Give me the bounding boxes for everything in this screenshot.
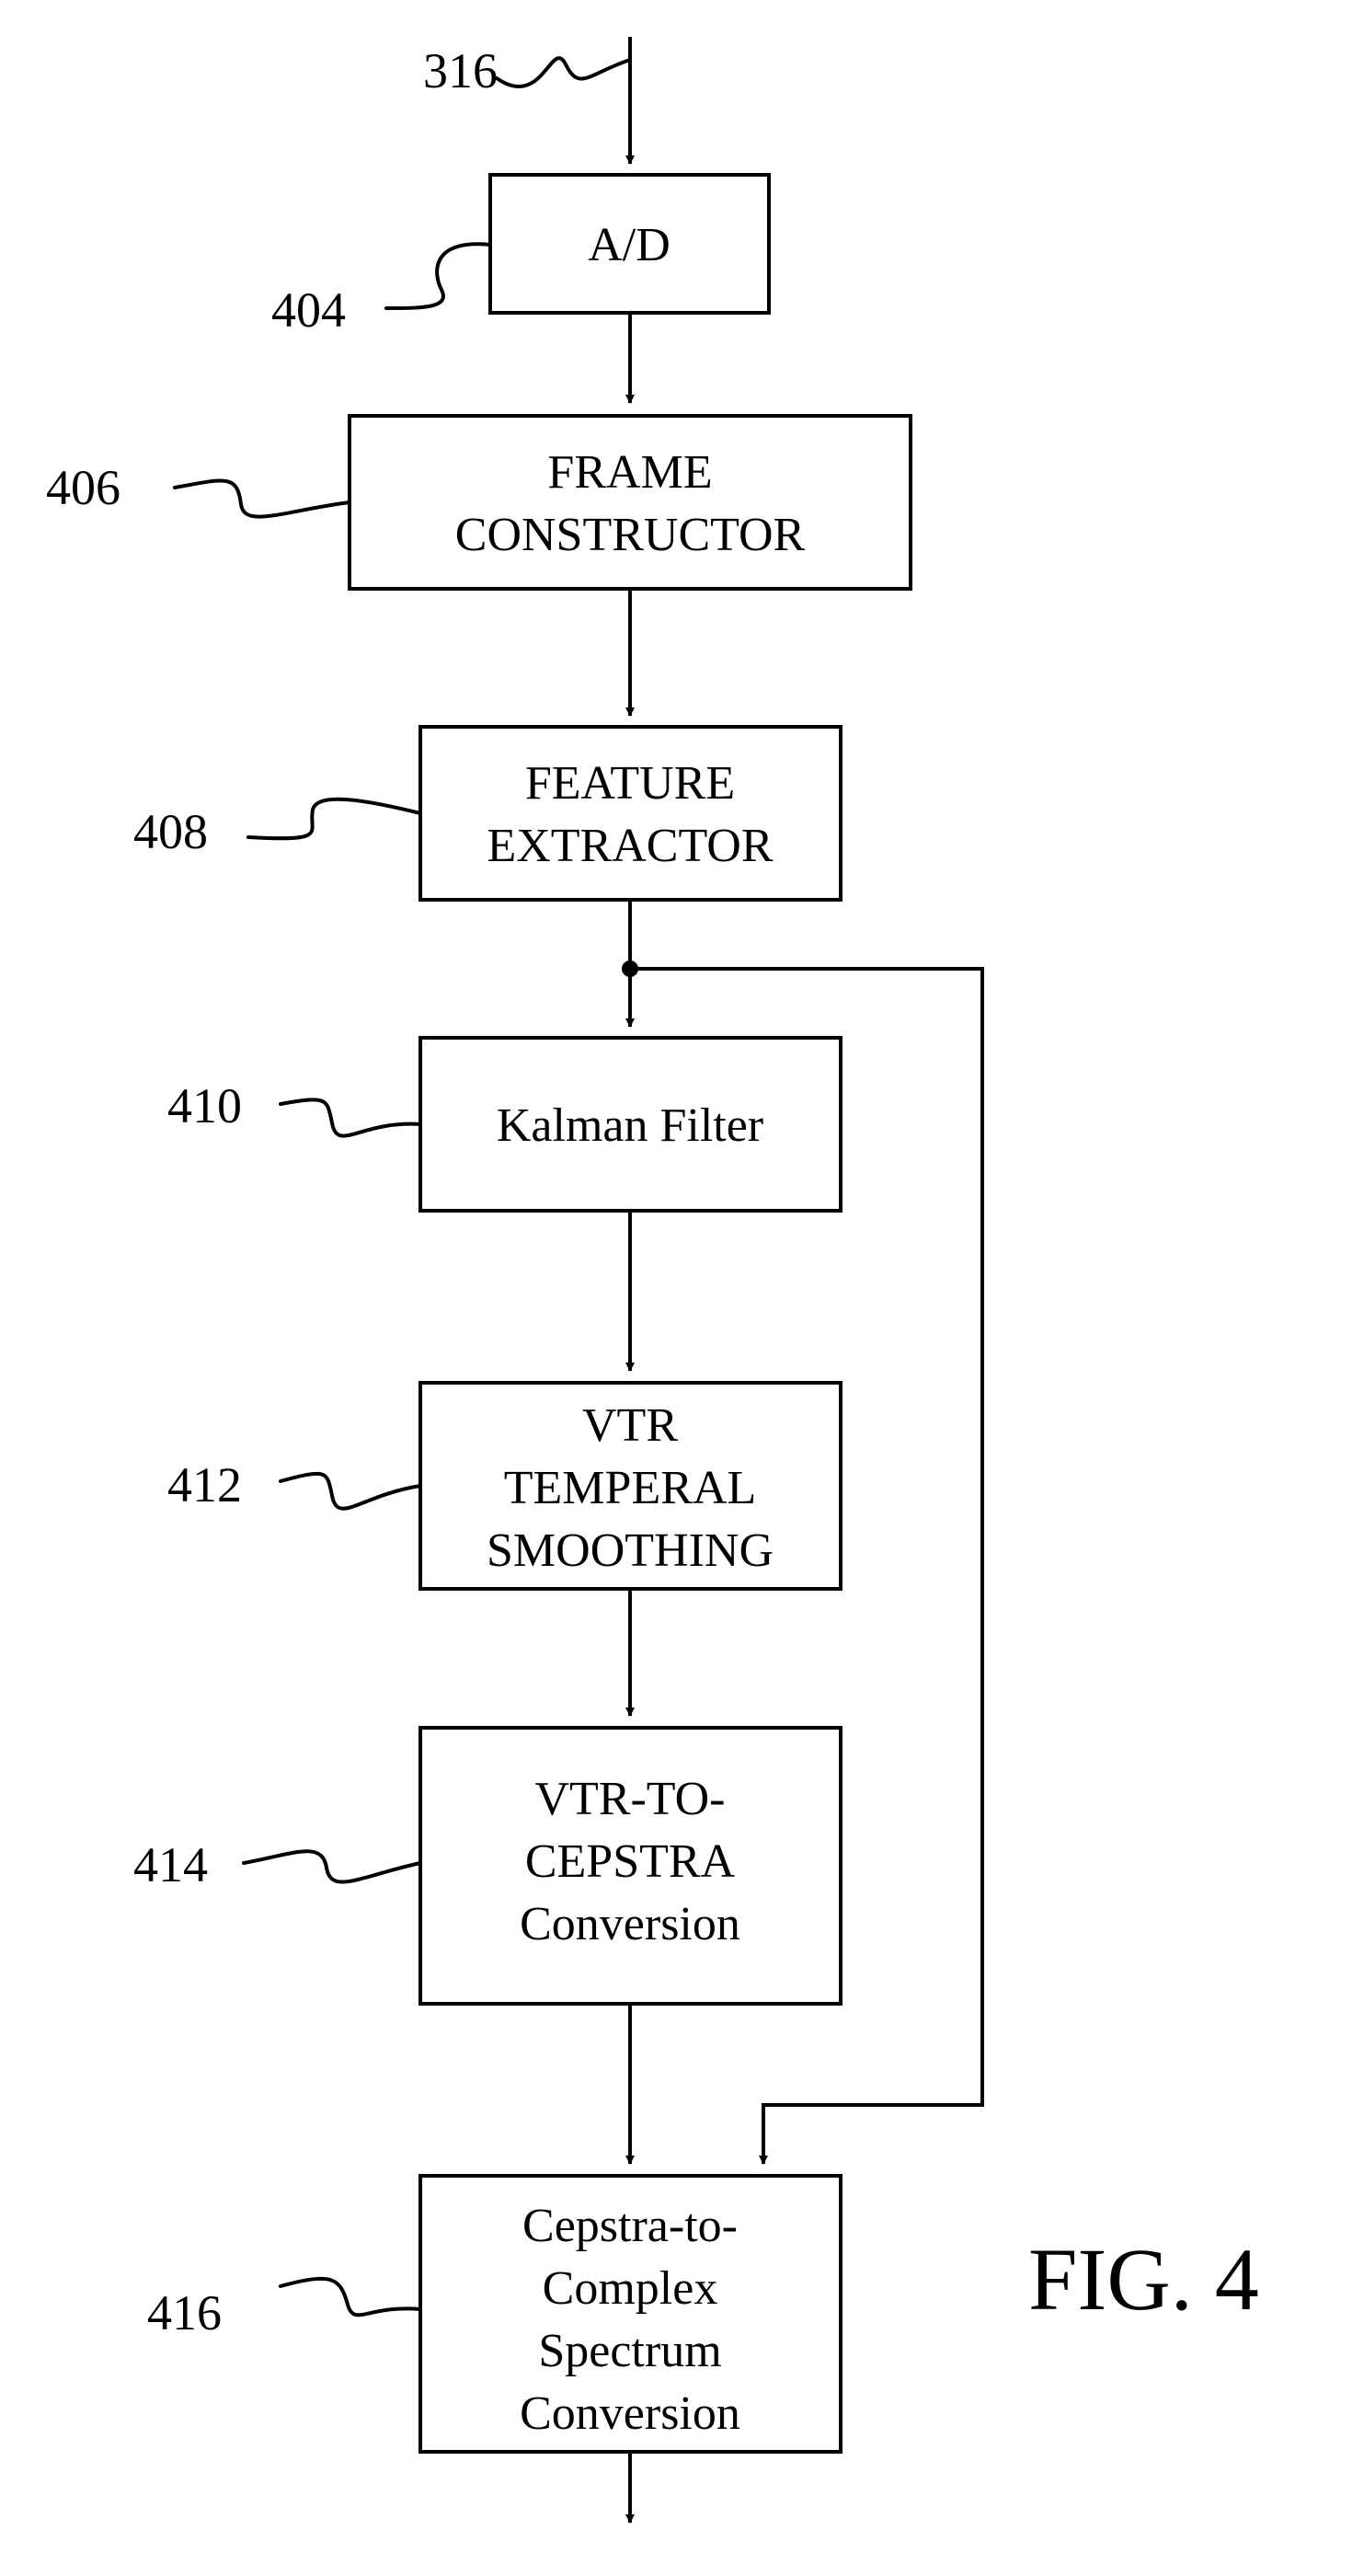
figure-label: FIG. 4 (1028, 2230, 1259, 2329)
block-410-kalman-filter: Kalman Filter 410 (167, 1038, 841, 1211)
input-signal: 316 (423, 37, 630, 164)
block-416-line-1: Cepstra-to- (522, 2200, 738, 2252)
block-414-vtr-to-cepstra: VTR-TO- CEPSTRA Conversion 414 (133, 1728, 841, 2004)
leader-404 (386, 244, 490, 308)
block-404-line-1: A/D (588, 219, 671, 271)
block-406-box (350, 416, 911, 589)
block-406-line-1: FRAME (547, 446, 712, 499)
leader-414 (244, 1851, 420, 1881)
ref-412: 412 (167, 1457, 242, 1512)
leader-410 (281, 1099, 420, 1135)
block-404-a-d: A/D 404 (271, 175, 769, 338)
block-416-line-2: Complex (543, 2262, 718, 2315)
leader-412 (281, 1474, 420, 1509)
block-408-line-2: EXTRACTOR (487, 820, 773, 872)
leader-406 (175, 480, 350, 516)
ref-316: 316 (423, 43, 498, 98)
block-412-line-3: SMOOTHING (487, 1524, 774, 1577)
ref-416: 416 (147, 2285, 222, 2340)
leader-416 (281, 2279, 420, 2315)
block-412-line-2: TEMPERAL (504, 1462, 756, 1514)
block-408-line-1: FEATURE (525, 757, 735, 810)
block-414-line-1: VTR-TO- (534, 1773, 725, 1825)
leader-408 (248, 799, 420, 839)
block-412-line-1: VTR (582, 1399, 678, 1452)
block-408-feature-extractor: FEATURE EXTRACTOR 408 (133, 727, 841, 900)
block-416-line-4: Conversion (520, 2387, 740, 2440)
ref-406: 406 (46, 460, 120, 515)
ref-404: 404 (271, 282, 346, 338)
block-406-line-2: CONSTRUCTOR (455, 509, 806, 561)
ref-414: 414 (133, 1837, 208, 1892)
block-412-vtr-temperal-smoothing: VTR TEMPERAL SMOOTHING 412 (167, 1383, 841, 1589)
ref-410: 410 (167, 1078, 242, 1133)
block-410-line-1: Kalman Filter (497, 1099, 763, 1152)
block-414-line-2: CEPSTRA (525, 1835, 736, 1888)
ref-408: 408 (133, 804, 208, 859)
leader-316 (497, 58, 630, 86)
block-416-line-3: Spectrum (538, 2325, 721, 2377)
block-406-frame-constructor: FRAME CONSTRUCTOR 406 (46, 416, 911, 589)
block-408-box (420, 727, 841, 900)
block-416-cepstra-to-complex-spectrum: Cepstra-to- Complex Spectrum Conversion … (147, 2176, 841, 2452)
block-414-line-3: Conversion (520, 1898, 740, 1950)
